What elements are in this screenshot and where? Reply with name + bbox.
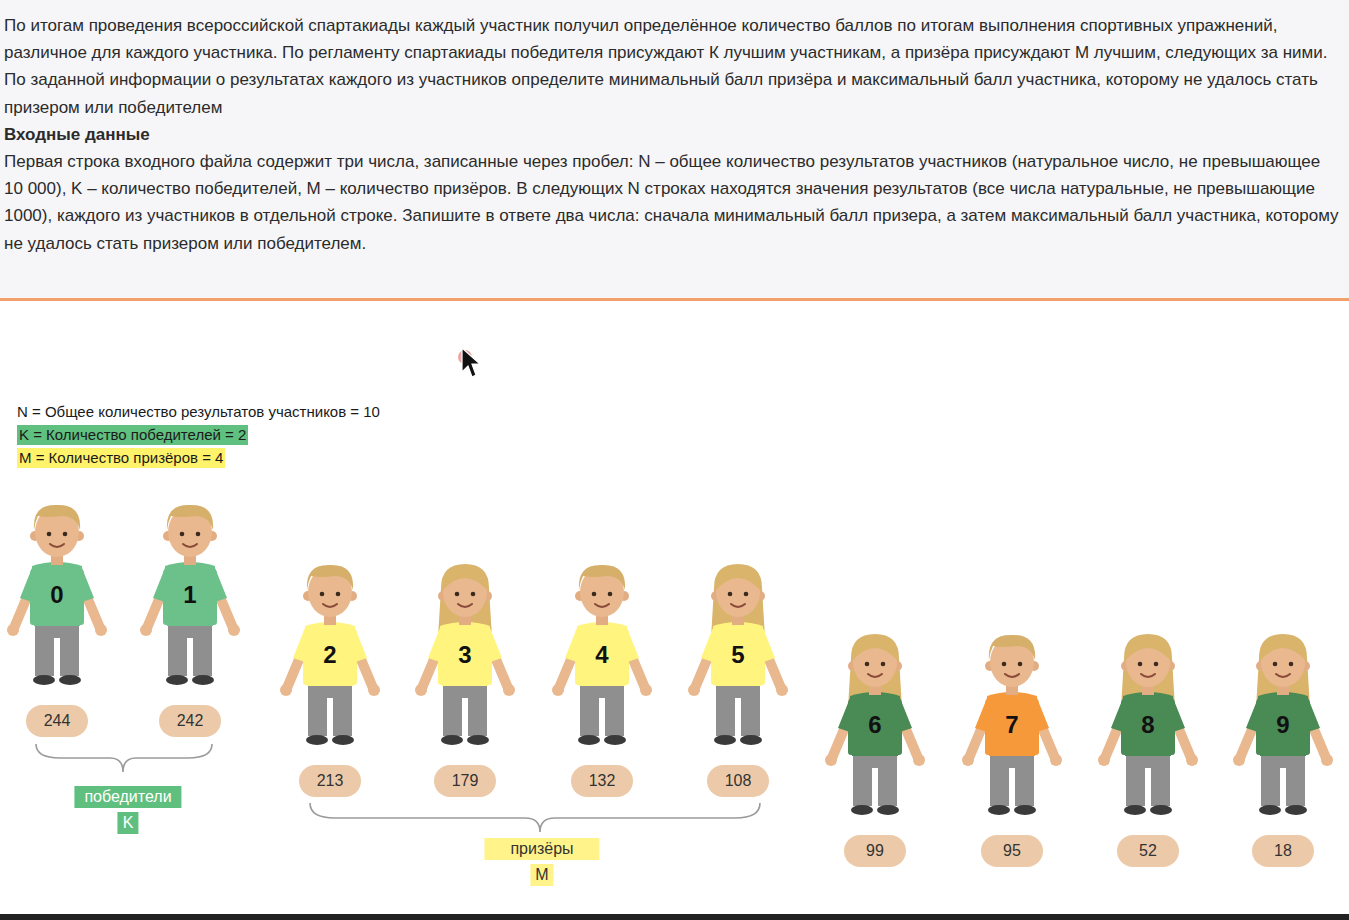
- shirt-number: 3: [438, 625, 492, 685]
- shirt-number: 9: [1256, 695, 1310, 755]
- section-heading: Входные данные: [4, 121, 1343, 148]
- statement-paragraph: Первая строка входного файла содержит тр…: [4, 148, 1343, 257]
- prizers-bracket: [310, 803, 760, 832]
- person-figure: [280, 565, 380, 745]
- parameter-line: N = Общее количество результатов участни…: [17, 402, 380, 422]
- winners-bracket: [36, 744, 212, 772]
- shirt-number: 8: [1121, 695, 1175, 755]
- person-figure: [140, 505, 240, 685]
- group-label-text: K: [118, 812, 139, 834]
- score-pill-text: 242: [177, 712, 204, 730]
- group-label-text: победители: [74, 786, 181, 808]
- score-pill: 213: [299, 765, 361, 797]
- bottom-bar: [0, 914, 1349, 920]
- shirt-number-text: 9: [1276, 711, 1289, 739]
- score-pill-text: 52: [1139, 842, 1157, 860]
- shirt-number: 1: [163, 565, 217, 625]
- person-figure: [1098, 634, 1198, 815]
- shirt-number-text: 0: [50, 581, 63, 609]
- shirt-number-text: 3: [458, 641, 471, 669]
- highlighted-parameter: K = Количество победителей = 2: [17, 425, 248, 445]
- shirt-number-text: 6: [868, 711, 881, 739]
- shirt-number: 6: [848, 695, 902, 755]
- person-figure: [825, 634, 925, 815]
- score-pill-text: 213: [317, 772, 344, 790]
- statement-paragraph: По итогам проведения всероссийской спарт…: [4, 12, 1343, 121]
- shirt-number: 7: [985, 695, 1039, 755]
- statement-text: По итогам проведения всероссийской спарт…: [0, 0, 1349, 257]
- score-pill-text: 18: [1274, 842, 1292, 860]
- person-figure: [415, 564, 515, 745]
- shirt-number-text: 2: [323, 641, 336, 669]
- score-pill: 52: [1117, 835, 1179, 867]
- group-label: победителиK: [74, 786, 181, 834]
- statement-panel: По итогам проведения всероссийской спарт…: [0, 0, 1349, 298]
- score-pill: 99: [844, 835, 906, 867]
- shirt-number-text: 7: [1005, 711, 1018, 739]
- score-pill-text: 244: [44, 712, 71, 730]
- score-pill: 242: [159, 705, 221, 737]
- score-pill-text: 179: [452, 772, 479, 790]
- score-pill: 18: [1252, 835, 1314, 867]
- person-figure: [7, 505, 107, 685]
- orange-rule: [0, 298, 1349, 301]
- person-figure: [552, 565, 652, 745]
- score-pill-text: 99: [866, 842, 884, 860]
- score-pill-text: 95: [1003, 842, 1021, 860]
- group-label-text: призёры: [484, 838, 599, 860]
- group-label: призёрыM: [484, 838, 599, 886]
- shirt-number-text: 1: [183, 581, 196, 609]
- score-pill: 108: [707, 765, 769, 797]
- shirt-number: 2: [303, 625, 357, 685]
- shirt-number-text: 8: [1141, 711, 1154, 739]
- mouse-cursor: [462, 348, 480, 377]
- score-pill: 179: [434, 765, 496, 797]
- shirt-number-text: 4: [595, 641, 608, 669]
- shirt-number: 4: [575, 625, 629, 685]
- shirt-number: 5: [711, 625, 765, 685]
- score-pill: 132: [571, 765, 633, 797]
- score-pill-text: 108: [725, 772, 752, 790]
- person-figure: [1233, 634, 1333, 815]
- person-figure: [962, 635, 1062, 815]
- highlighted-parameter: M = Количество призёров = 4: [17, 448, 225, 468]
- shirt-number-text: 5: [731, 641, 744, 669]
- score-pill: 244: [26, 705, 88, 737]
- score-pill-text: 132: [589, 772, 616, 790]
- person-figure: [688, 564, 788, 745]
- score-pill: 95: [981, 835, 1043, 867]
- highlighted-parameter-text: M = Количество призёров = 4: [19, 449, 223, 466]
- group-label-text: M: [530, 864, 553, 886]
- shirt-number: 0: [30, 565, 84, 625]
- highlighted-parameter-text: K = Количество победителей = 2: [19, 426, 246, 443]
